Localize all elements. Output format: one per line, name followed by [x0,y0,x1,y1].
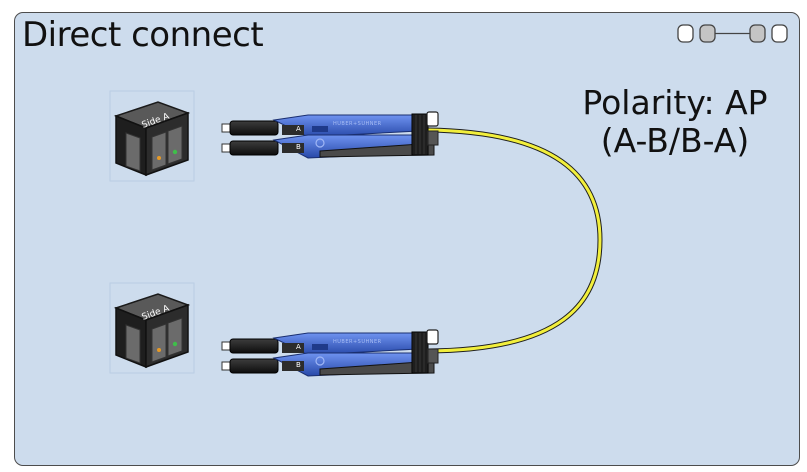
connector-mark-a-top: A [296,125,301,133]
connector-brand-top: HUBER+SUHNER [333,121,382,127]
adapter-side-a-bottom [109,282,195,374]
page-indicator [677,24,788,43]
adapter-side-a-top [109,90,195,182]
polarity-mapping: (A-B/B-A) [600,120,750,160]
diagram-panel [14,12,800,466]
connector-mark-b-bottom: B [296,361,301,369]
fiber-cable-core [427,128,602,353]
connector-brand-bottom: HUBER+SUHNER [333,339,382,345]
polarity-label: Polarity: AP [582,83,768,122]
lc-duplex-connector-bottom [221,329,439,377]
connector-mark-a-bottom: A [296,343,301,351]
polarity-label-block: Polarity: AP (A-B/B-A) [560,84,790,160]
fiber-cable [427,127,603,354]
diagram-title: Direct connect [22,15,264,55]
lc-duplex-connector-top [221,111,439,159]
connector-mark-b-top: B [296,143,301,151]
